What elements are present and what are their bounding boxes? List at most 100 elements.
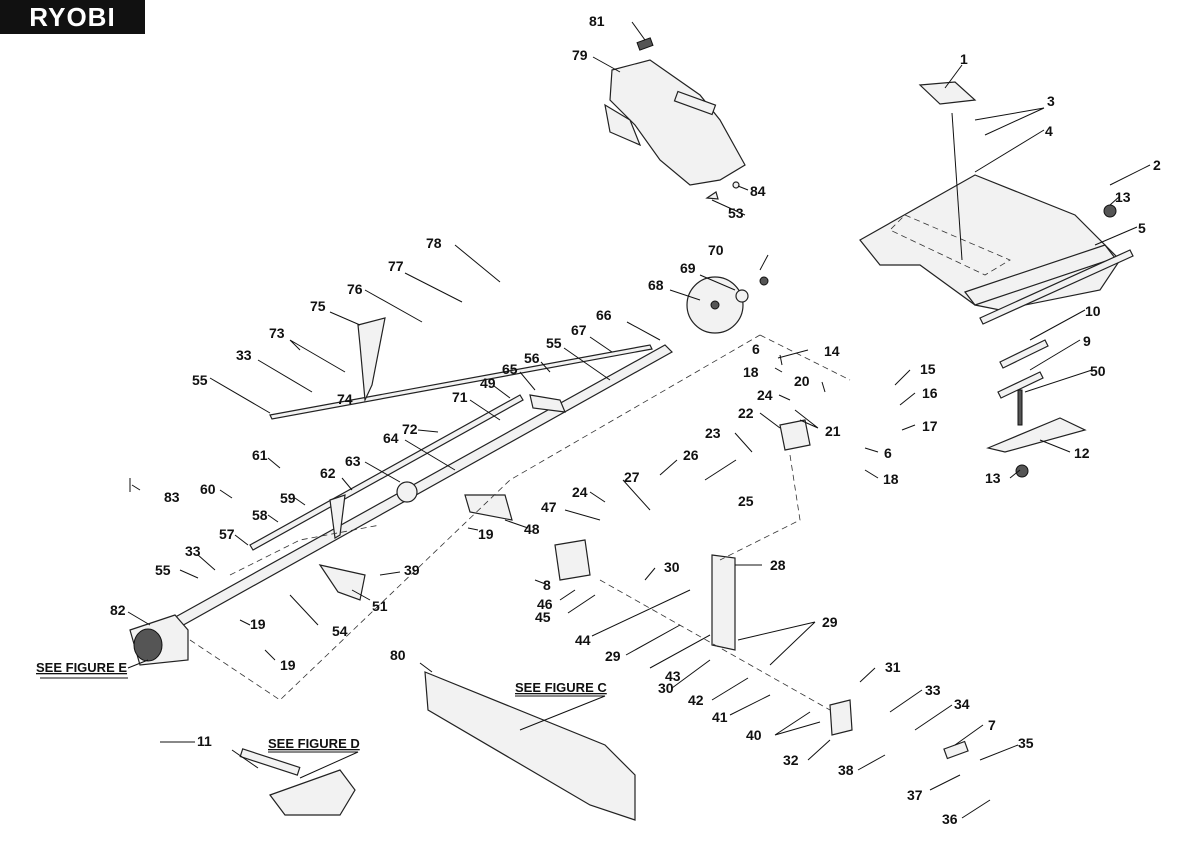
part-label-5: 5	[1138, 220, 1146, 236]
part-label-76: 76	[347, 281, 363, 297]
part-label-33a: 33	[236, 347, 252, 363]
part-label-18a: 18	[743, 364, 759, 380]
part-label-74: 74	[337, 391, 353, 407]
part-drawings	[129, 37, 1134, 821]
part-label-41: 41	[712, 709, 728, 725]
part-label-6a: 6	[752, 341, 760, 357]
part-label-72: 72	[402, 421, 418, 437]
part-label-60: 60	[200, 481, 216, 497]
part-label-71: 71	[452, 389, 468, 405]
see-figure-d-link[interactable]: SEE FIGURE D	[268, 736, 360, 751]
part-label-12: 12	[1074, 445, 1090, 461]
part-label-30b: 30	[658, 680, 674, 696]
part-label-38: 38	[838, 762, 854, 778]
part-label-63: 63	[345, 453, 361, 469]
part-label-80: 80	[390, 647, 406, 663]
part-label-64: 64	[383, 430, 399, 446]
part-label-1: 1	[960, 51, 968, 67]
part-label-6b: 6	[884, 445, 892, 461]
riving-knife	[986, 417, 1087, 453]
part-label-13b: 13	[985, 470, 1001, 486]
part-label-27: 27	[624, 469, 640, 485]
part-label-20: 20	[794, 373, 810, 389]
part-label-39: 39	[404, 562, 420, 578]
part-label-81: 81	[589, 13, 605, 29]
part-label-83: 83	[164, 489, 180, 505]
part-label-53: 53	[728, 205, 744, 221]
part-label-54: 54	[332, 623, 348, 639]
part-label-82: 82	[110, 602, 126, 618]
part-label-10: 10	[1085, 303, 1101, 319]
see-figure-e-link[interactable]: SEE FIGURE E	[36, 660, 127, 675]
part-label-49: 49	[480, 375, 496, 391]
part-label-78: 78	[426, 235, 442, 251]
part-label-14: 14	[824, 343, 840, 359]
part-label-4: 4	[1045, 123, 1053, 139]
part-label-24b: 24	[572, 484, 588, 500]
part-label-25: 25	[738, 493, 754, 509]
scale-strip	[979, 249, 1134, 325]
blade-guard-assembly	[609, 59, 746, 186]
part-label-48: 48	[524, 521, 540, 537]
part-label-22: 22	[738, 405, 754, 421]
part-label-19a: 19	[478, 526, 494, 542]
part-label-13a: 13	[1115, 189, 1131, 205]
part-label-45: 45	[535, 609, 551, 625]
part-label-70: 70	[708, 242, 724, 258]
part-label-34: 34	[954, 696, 970, 712]
part-label-28: 28	[770, 557, 786, 573]
part-label-75: 75	[310, 298, 326, 314]
part-label-40: 40	[746, 727, 762, 743]
part-labels: 1 2 3 4 5 6 6 7 8 9 10 11 12 13 13 14 15…	[110, 13, 1161, 827]
part-label-35: 35	[1018, 735, 1034, 751]
part-label-18b: 18	[883, 471, 899, 487]
part-label-62: 62	[320, 465, 336, 481]
part-label-73: 73	[269, 325, 285, 341]
part-label-50: 50	[1090, 363, 1106, 379]
rip-fence	[424, 671, 636, 821]
part-label-24a: 24	[757, 387, 773, 403]
part-label-66: 66	[596, 307, 612, 323]
part-label-69: 69	[680, 260, 696, 276]
part-label-55b: 55	[192, 372, 208, 388]
part-label-7: 7	[988, 717, 996, 733]
part-label-37: 37	[907, 787, 923, 803]
brand-logo: RYOBI	[0, 0, 145, 34]
part-label-46: 46	[537, 596, 553, 612]
part-label-44: 44	[575, 632, 591, 648]
see-figure-c-link[interactable]: SEE FIGURE C	[515, 680, 607, 695]
part-label-8: 8	[543, 577, 551, 593]
miter-gauge	[269, 769, 356, 816]
part-label-58: 58	[252, 507, 268, 523]
part-label-33c: 33	[925, 682, 941, 698]
part-label-33b: 33	[185, 543, 201, 559]
part-label-29a: 29	[822, 614, 838, 630]
part-label-3: 3	[1047, 93, 1055, 109]
part-label-84: 84	[750, 183, 766, 199]
part-label-42: 42	[688, 692, 704, 708]
part-label-68: 68	[648, 277, 664, 293]
part-label-31: 31	[885, 659, 901, 675]
part-label-65: 65	[502, 361, 518, 377]
part-label-61: 61	[252, 447, 268, 463]
part-label-26: 26	[683, 447, 699, 463]
part-label-30a: 30	[664, 559, 680, 575]
part-label-32: 32	[783, 752, 799, 768]
part-label-21: 21	[825, 423, 841, 439]
part-label-17: 17	[922, 418, 938, 434]
part-label-79: 79	[572, 47, 588, 63]
part-label-47: 47	[541, 499, 557, 515]
part-label-23: 23	[705, 425, 721, 441]
part-label-59: 59	[280, 490, 296, 506]
part-label-51: 51	[372, 598, 388, 614]
throat-plate	[918, 81, 977, 105]
part-label-56: 56	[524, 350, 540, 366]
part-label-11: 11	[197, 733, 212, 749]
part-label-19c: 19	[280, 657, 296, 673]
part-label-43: 43	[665, 668, 681, 684]
leader-lines	[40, 21, 1151, 819]
part-label-67: 67	[571, 322, 587, 338]
part-label-57: 57	[219, 526, 235, 542]
assembly-lines	[189, 334, 851, 711]
